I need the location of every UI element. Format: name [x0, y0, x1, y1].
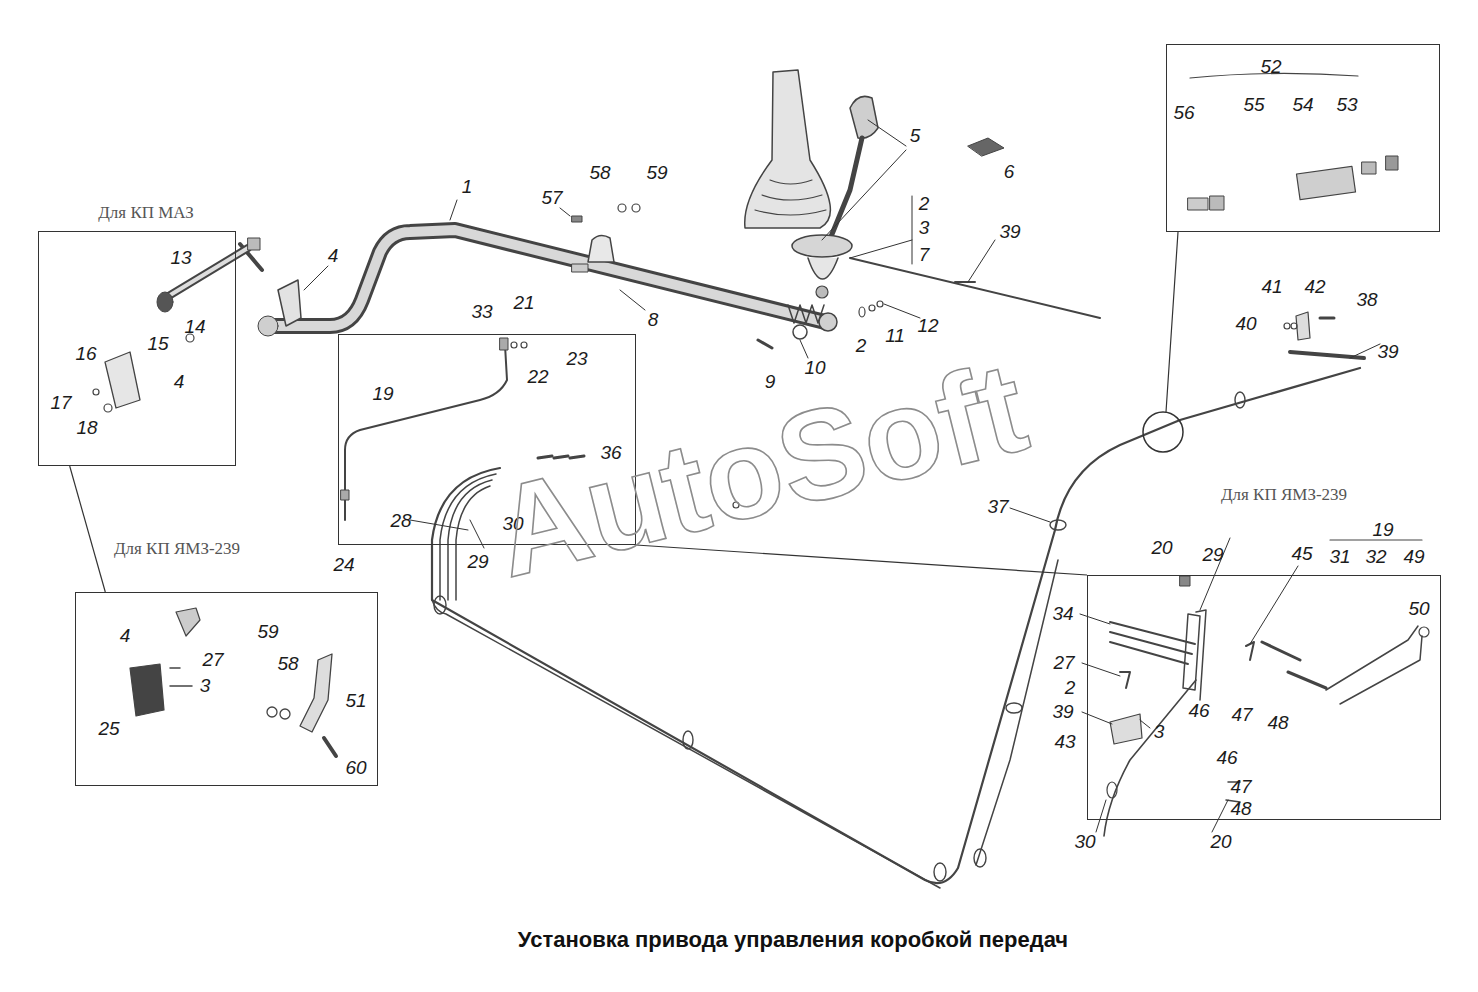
callout-number: 37 [987, 497, 1008, 518]
callout-number: 40 [1235, 314, 1256, 335]
caption-title: Установка привода управления коробкой пе… [518, 928, 1068, 952]
callout-number: 4 [174, 372, 185, 393]
callout-number: 46 [1216, 748, 1237, 769]
inset-frame: Для КП ЯМЗ-23942732559585160 [75, 592, 378, 786]
callout-number: 19 [1372, 520, 1393, 541]
callout-number: 34 [1052, 604, 1073, 625]
callout-number: 54 [1292, 95, 1313, 116]
callout-number: 29 [1202, 545, 1223, 566]
callout-number: 32 [1365, 547, 1386, 568]
callout-number: 47 [1230, 777, 1251, 798]
callout-number: 39 [999, 222, 1020, 243]
callout-number: 31 [1329, 547, 1350, 568]
callout-number: 55 [1243, 95, 1264, 116]
inset-heading: Для КП ЯМЗ-239 [114, 540, 240, 559]
callout-number: 29 [467, 552, 488, 573]
connector-line [636, 545, 1087, 575]
callout-number: 15 [147, 334, 168, 355]
callout-number: 59 [646, 163, 667, 184]
callout-number: 2 [919, 194, 930, 215]
callout-number: 11 [885, 326, 905, 347]
callout-number: 58 [277, 654, 298, 675]
callout-number: 33 [471, 302, 492, 323]
callout-number: 49 [1403, 547, 1424, 568]
callout-number: 13 [170, 248, 191, 269]
callout-number: 12 [917, 316, 938, 337]
callout-number: 19 [372, 384, 393, 405]
callout-number: 3 [919, 218, 930, 239]
callout-number: 8 [648, 310, 659, 331]
callout-number: 21 [513, 293, 534, 314]
callout-number: 48 [1267, 713, 1288, 734]
callout-number: 17 [50, 393, 71, 414]
callout-number: 16 [75, 344, 96, 365]
callout-number: 25 [98, 719, 119, 740]
callout-number: 51 [345, 691, 366, 712]
callout-number: 60 [345, 758, 366, 779]
callout-number: 2 [856, 336, 867, 357]
frame-connector [636, 545, 1087, 575]
inset-frame: 52 56 55 54 53 [1166, 44, 1440, 232]
inset-frame: Для КП МАЗ1314151641718 [38, 231, 236, 466]
callout-number: 20 [1210, 832, 1231, 853]
callout-number: 28 [390, 511, 411, 532]
callout-number: 3 [200, 676, 211, 697]
frame-connector [70, 466, 106, 592]
callout-number: 9 [765, 372, 776, 393]
callout-number: 27 [1053, 653, 1074, 674]
callout-number: 50 [1408, 599, 1429, 620]
callout-number: 7 [919, 245, 930, 266]
callout-number: 42 [1304, 277, 1325, 298]
inset-frame: 23 22 19 36 28 30 [338, 334, 636, 545]
connector-line [70, 466, 106, 592]
callout-number: 24 [333, 555, 354, 576]
callout-number: 5 [910, 126, 921, 147]
inset-frame: Для КП ЯМЗ-239503464748464748 [1087, 575, 1441, 820]
callout-number: 45 [1291, 544, 1312, 565]
callout-number: 39 [1052, 702, 1073, 723]
callout-number: 47 [1231, 705, 1252, 726]
callout-number: 58 [589, 163, 610, 184]
callout-number: 30 [502, 514, 523, 535]
callout-number: 14 [184, 317, 205, 338]
callout-number: 48 [1230, 799, 1251, 820]
callout-number: 3 [1154, 722, 1165, 743]
callout-number: 39 [1377, 342, 1398, 363]
callout-number: 30 [1074, 832, 1095, 853]
callout-number: 56 [1173, 103, 1194, 124]
callout-number: 20 [1151, 538, 1172, 559]
inset-heading: Для КП МАЗ [98, 204, 194, 223]
callout-number: 46 [1188, 701, 1209, 722]
callout-number: 18 [76, 418, 97, 439]
callout-number: 57 [541, 188, 562, 209]
callout-number: 43 [1054, 732, 1075, 753]
callout-number: 10 [804, 358, 825, 379]
callout-number: 1 [462, 177, 473, 198]
callout-number: 59 [257, 622, 278, 643]
callout-number: 4 [328, 246, 339, 267]
watermark: AutoSoft [481, 336, 1039, 603]
callout-number: 38 [1356, 290, 1377, 311]
callout-number: 52 [1260, 57, 1281, 78]
callout-number: 36 [600, 443, 621, 464]
callout-number: 53 [1336, 95, 1357, 116]
callout-number: 27 [202, 650, 223, 671]
callout-number: 41 [1261, 277, 1282, 298]
callout-number: 6 [1004, 162, 1015, 183]
callout-number: 22 [527, 367, 548, 388]
callout-number: 4 [120, 626, 131, 647]
callout-number: 23 [566, 349, 587, 370]
inset-heading: Для КП ЯМЗ-239 [1221, 486, 1347, 505]
callout-number: 2 [1065, 678, 1076, 699]
